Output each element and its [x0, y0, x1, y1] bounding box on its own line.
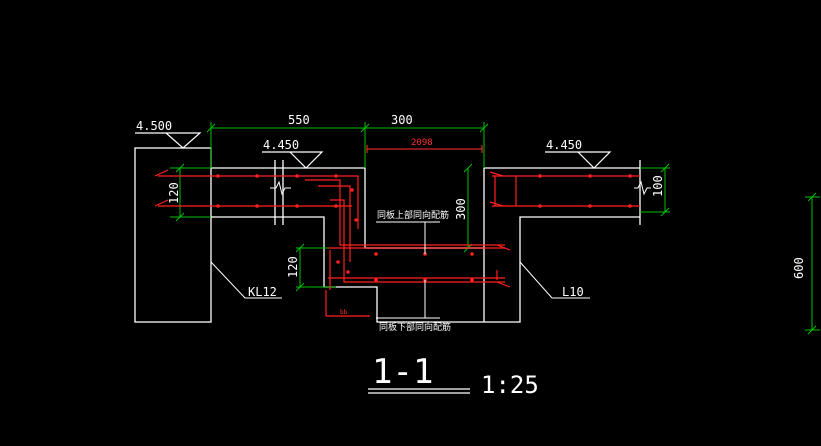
- rebar-dots: [216, 174, 632, 282]
- left-slab-outline: [211, 167, 484, 249]
- dim-right-slab: 100: [651, 175, 665, 197]
- upper-rebar-note: 同板上部同向配筋: [377, 209, 449, 221]
- dim-left-slab: 120: [167, 182, 181, 204]
- lower-rebar-note: 同板下部同向配筋: [379, 321, 451, 333]
- dim-step: 300: [454, 198, 468, 220]
- left-beam-kl12: [134, 147, 212, 323]
- elevation-left-beam: 4.500: [136, 119, 172, 133]
- dim-top-right: 300: [391, 113, 413, 127]
- title-underline: [368, 388, 470, 394]
- section-title: 1-1: [372, 352, 433, 392]
- break-symbols: [270, 180, 651, 196]
- dimension-lines: [170, 122, 820, 335]
- label-l10: L10: [562, 285, 584, 299]
- label-kl12: KL12: [248, 285, 277, 299]
- elevation-marker-left-slab: [262, 151, 324, 169]
- small-red-label: bb: [340, 309, 348, 316]
- right-beam-l10: [483, 168, 640, 323]
- leader-lines: [210, 221, 590, 319]
- drawing-scale: 1:25: [481, 371, 539, 399]
- red-dimension: [366, 145, 483, 153]
- left-slab-bottom: [211, 216, 484, 323]
- dim-top-left: 550: [288, 113, 310, 127]
- elevation-symbols: [135, 132, 612, 169]
- elevation-marker-right-slab: [545, 151, 612, 169]
- elevation-left-slab: 4.450: [263, 138, 299, 152]
- dim-far-right: 600: [792, 257, 806, 279]
- elevation-right-slab: 4.450: [546, 138, 582, 152]
- dim-lower-slab: 120: [286, 256, 300, 278]
- red-annotation-2098: 2098: [411, 138, 433, 148]
- elevation-marker-left-beam: [135, 132, 202, 149]
